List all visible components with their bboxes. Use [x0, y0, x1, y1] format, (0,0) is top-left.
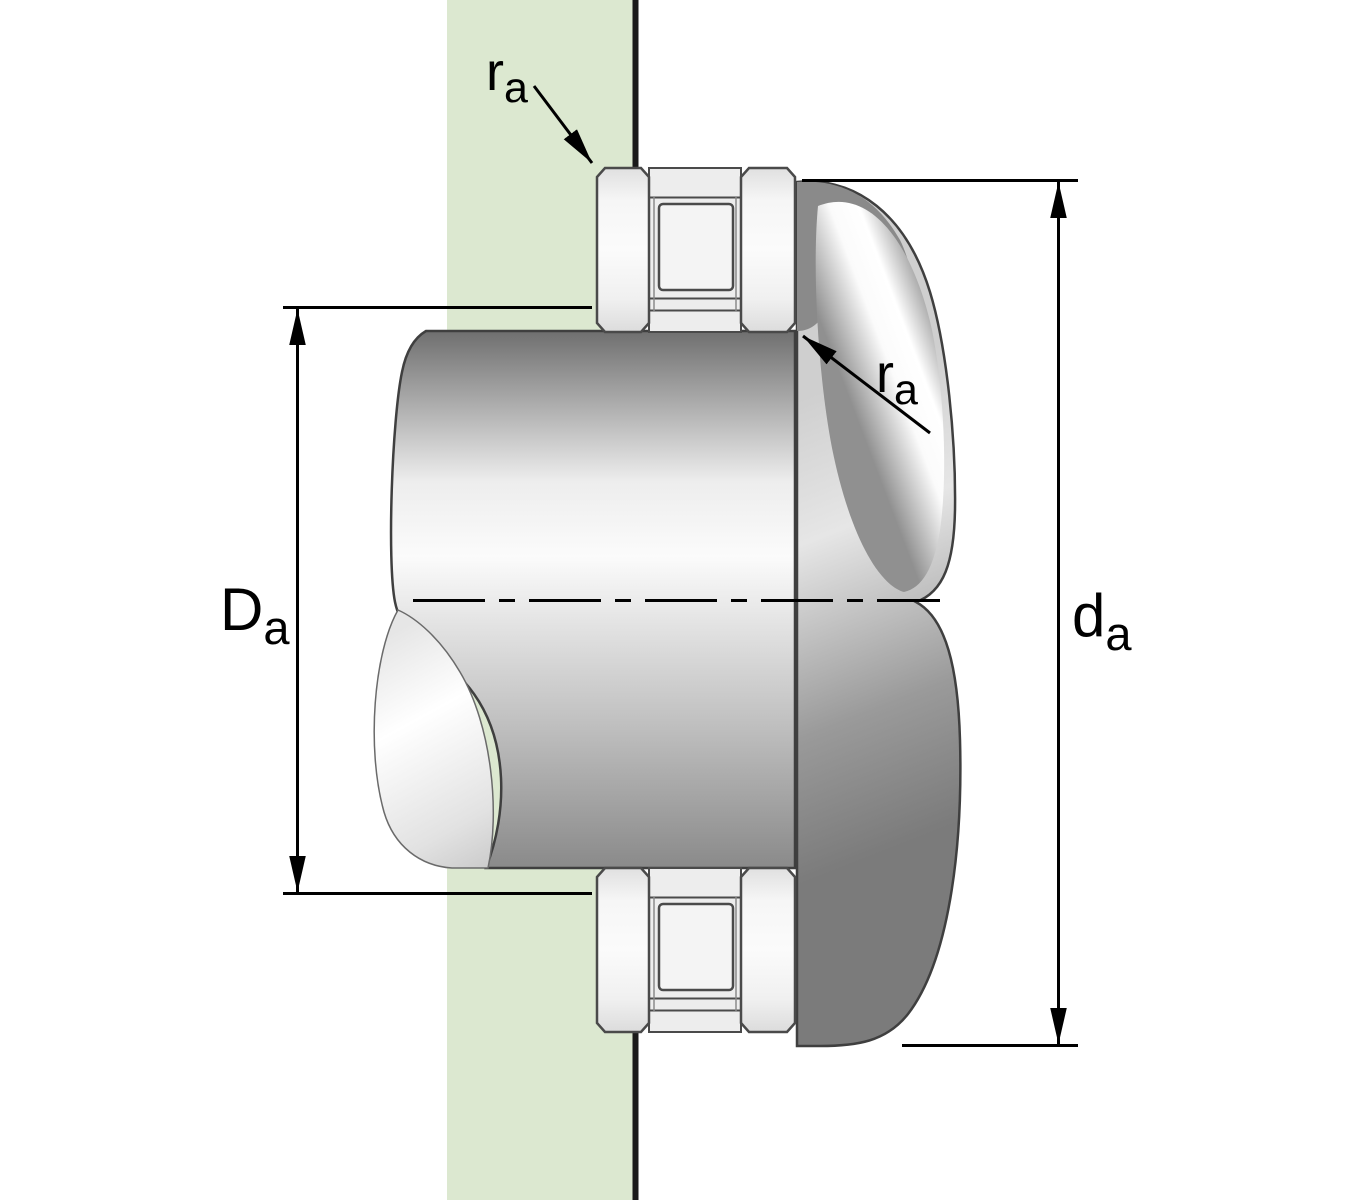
label-ra-top: ra — [486, 42, 528, 112]
label-da: da — [1072, 582, 1132, 660]
bearing-roller — [657, 202, 735, 292]
dimension-Da: Da — [220, 306, 592, 895]
ra-leader-mid — [802, 334, 931, 435]
bearing-washer-left — [595, 166, 651, 334]
radius-callout-top: ra — [486, 42, 594, 164]
shaft-break-highlight — [373, 609, 495, 869]
bearing-washer-right — [739, 166, 797, 334]
shoulder-top-highlight — [815, 201, 945, 592]
bearing-cross-section-bottom — [595, 866, 797, 1034]
bearing-cross-section-top — [595, 166, 797, 334]
radius-callout-middle: ra — [802, 334, 931, 435]
ra-leader-top — [532, 85, 594, 164]
label-Da: Da — [220, 576, 290, 654]
label-ra-mid: ra — [876, 344, 918, 414]
shaft-shoulder — [795, 180, 962, 1048]
dimension-da: da — [802, 179, 1132, 1047]
